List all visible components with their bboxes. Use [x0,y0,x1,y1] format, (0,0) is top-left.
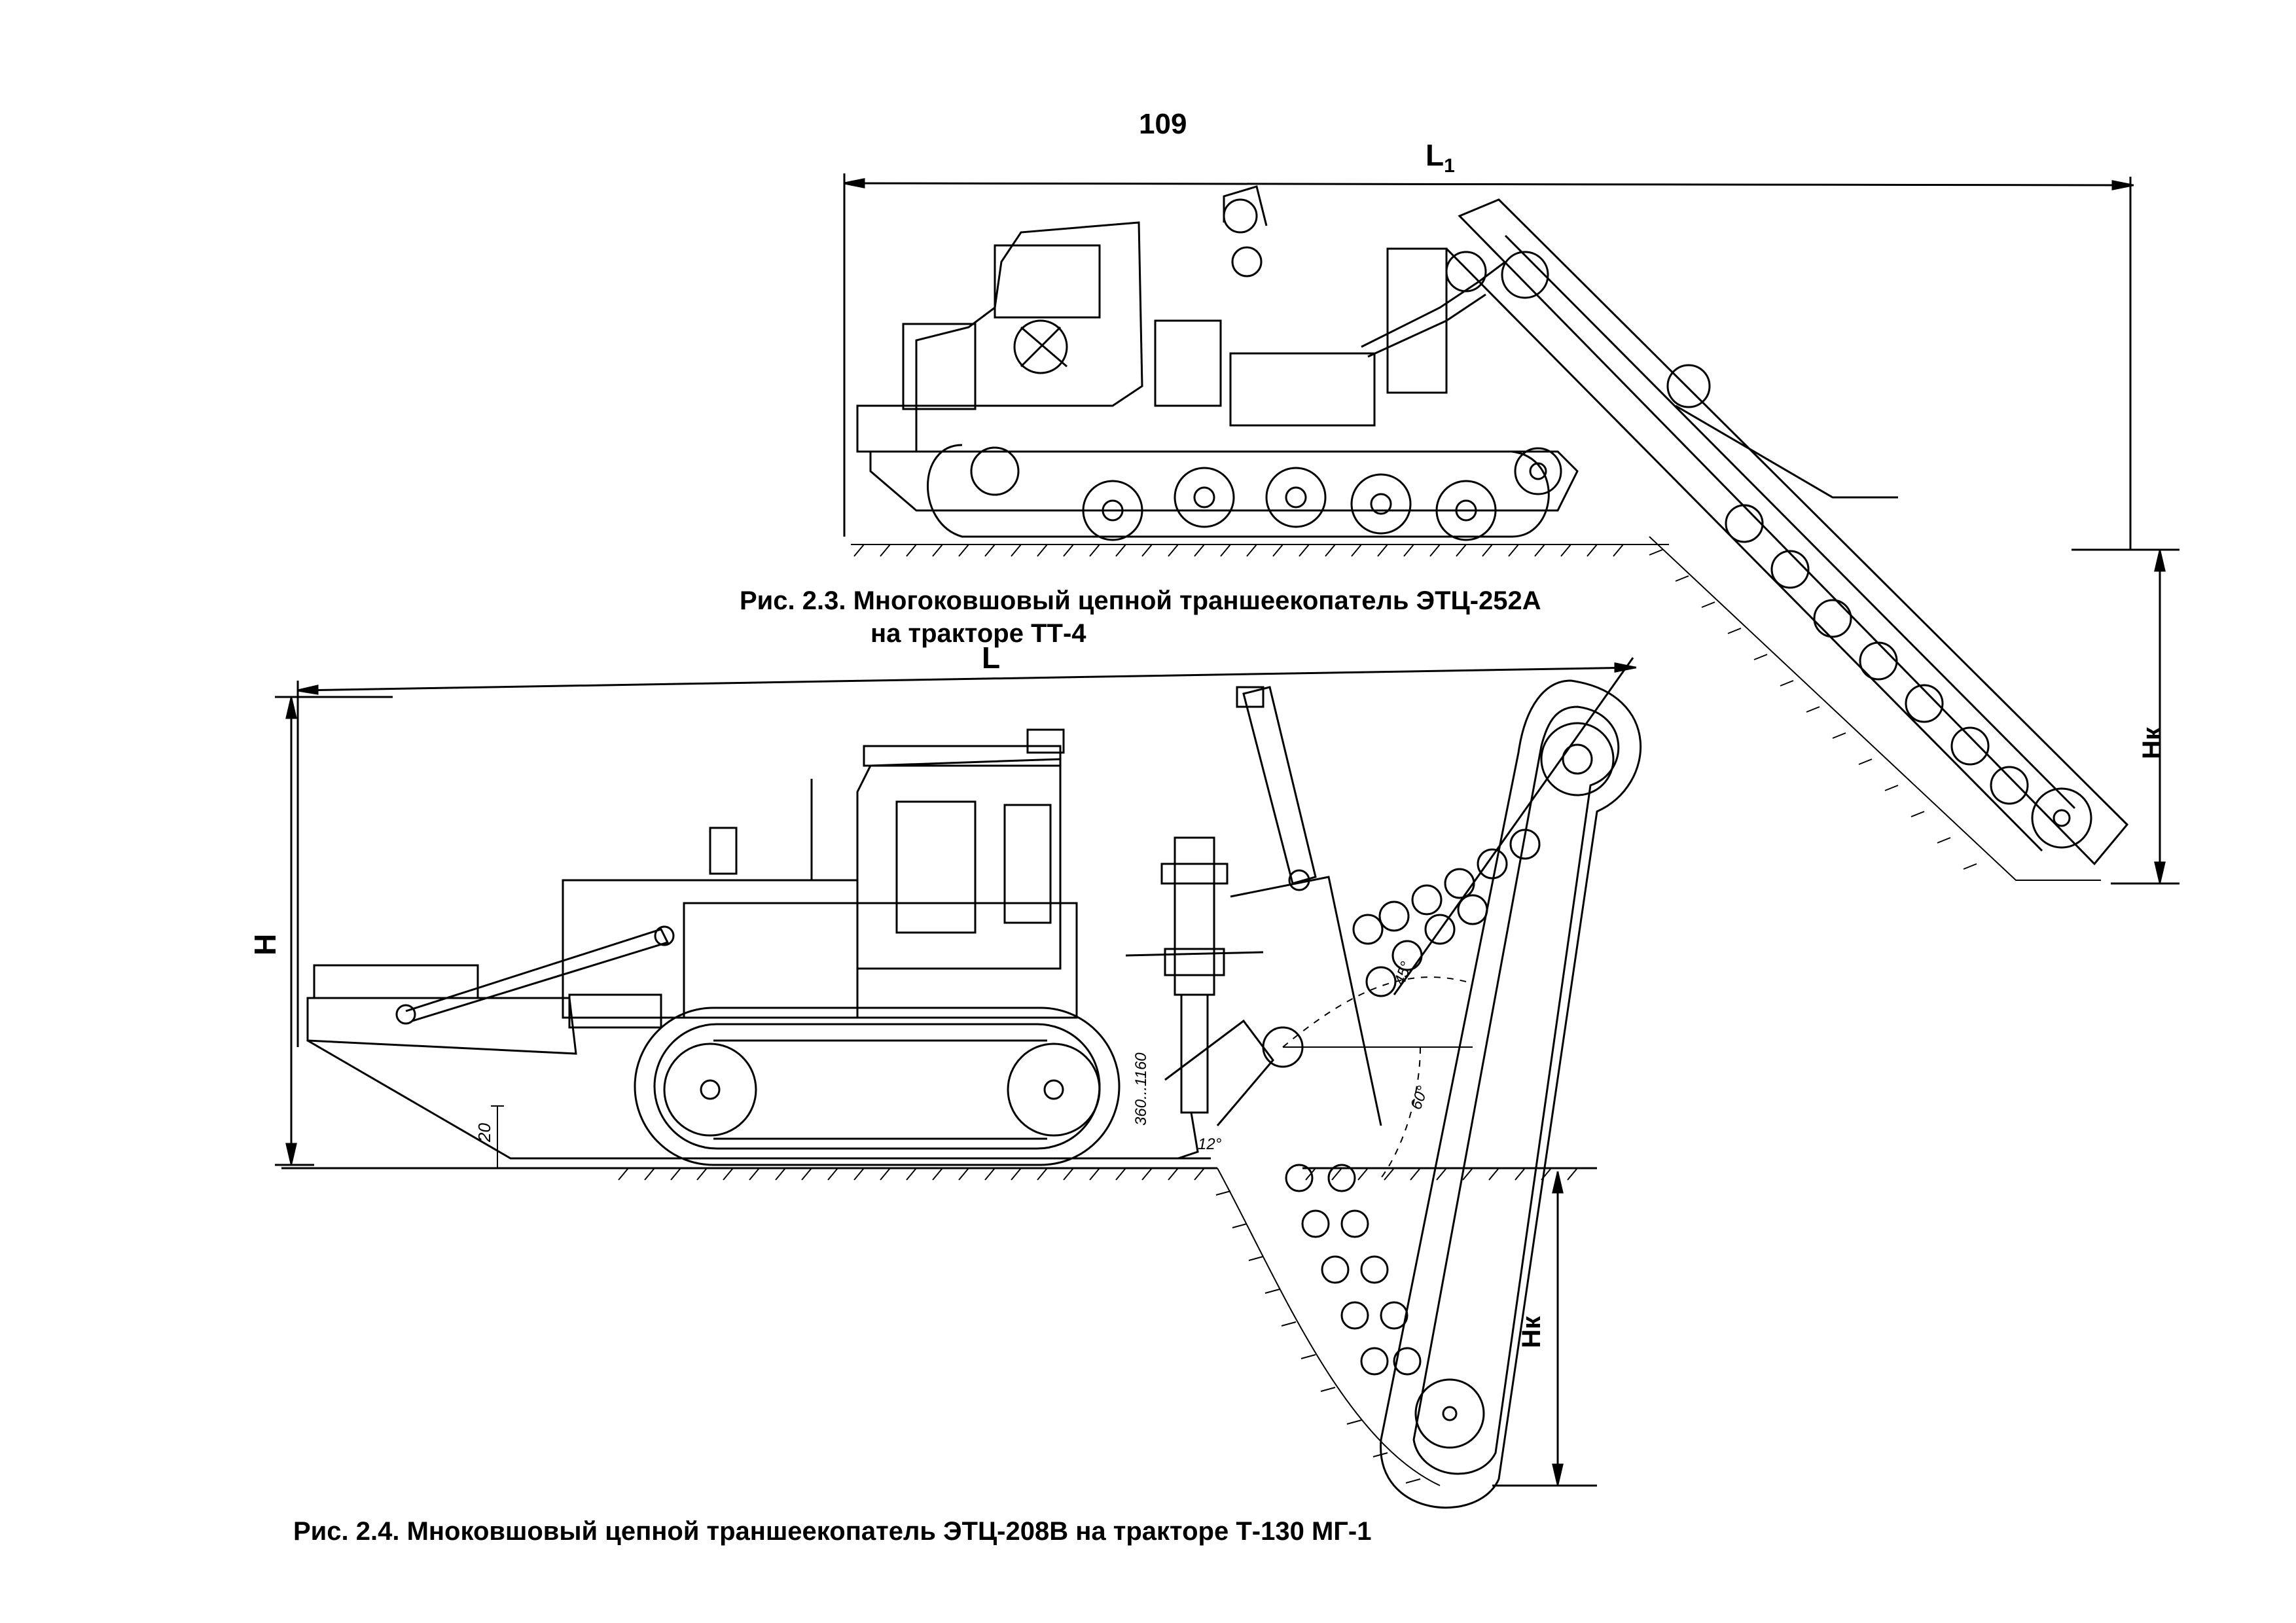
angle-label-12: 12° [1198,1135,1222,1153]
dimension-label-20: 20 [475,1123,494,1142]
figure-2-4-caption: Рис. 2.4. Мноковшовый цепной траншеекопа… [293,1517,1372,1546]
dimension-line-hk-lower [1492,1171,1597,1486]
dimension-20 [491,1106,504,1168]
dimension-label-h: Н [248,933,282,955]
figure-2-3-caption: Рис. 2.3. Многоковшовый цепной траншееко… [740,584,1541,650]
dimension-line-l1 [844,173,2134,550]
dimension-label-range: 360...1160 [1132,1052,1150,1126]
trench-lower [1216,1168,1440,1486]
dimension-label-l1: L1 [1426,137,1455,177]
figure-2-3-caption-line2: на тракторе ТТ-4 [870,619,1086,648]
dimension-label-hk-upper: Нк [2138,727,2166,759]
tractor-t130 [308,730,1211,1165]
ground-line-lower [281,1168,1597,1180]
dimension-line-h [275,697,393,1165]
dimension-line-hk-upper [2072,550,2179,883]
ground-line-upper [851,544,1669,556]
figure-2-3-caption-line1: Рис. 2.3. Многоковшовый цепной траншееко… [740,586,1541,615]
page-number: 109 [1139,108,1187,140]
dimension-label-l1-sub: 1 [1444,155,1455,177]
dimension-label-l1-main: L [1426,138,1444,172]
trench-upper [1649,537,2101,880]
dimension-label-hk-lower: Нк [1517,1316,1546,1348]
tractor-tt4 [857,187,1577,540]
dimension-label-l: L [982,641,1001,675]
digging-boom-upper [1446,200,2127,864]
dimension-line-l [298,658,1636,1047]
digging-chain-lower [1126,681,1641,1508]
